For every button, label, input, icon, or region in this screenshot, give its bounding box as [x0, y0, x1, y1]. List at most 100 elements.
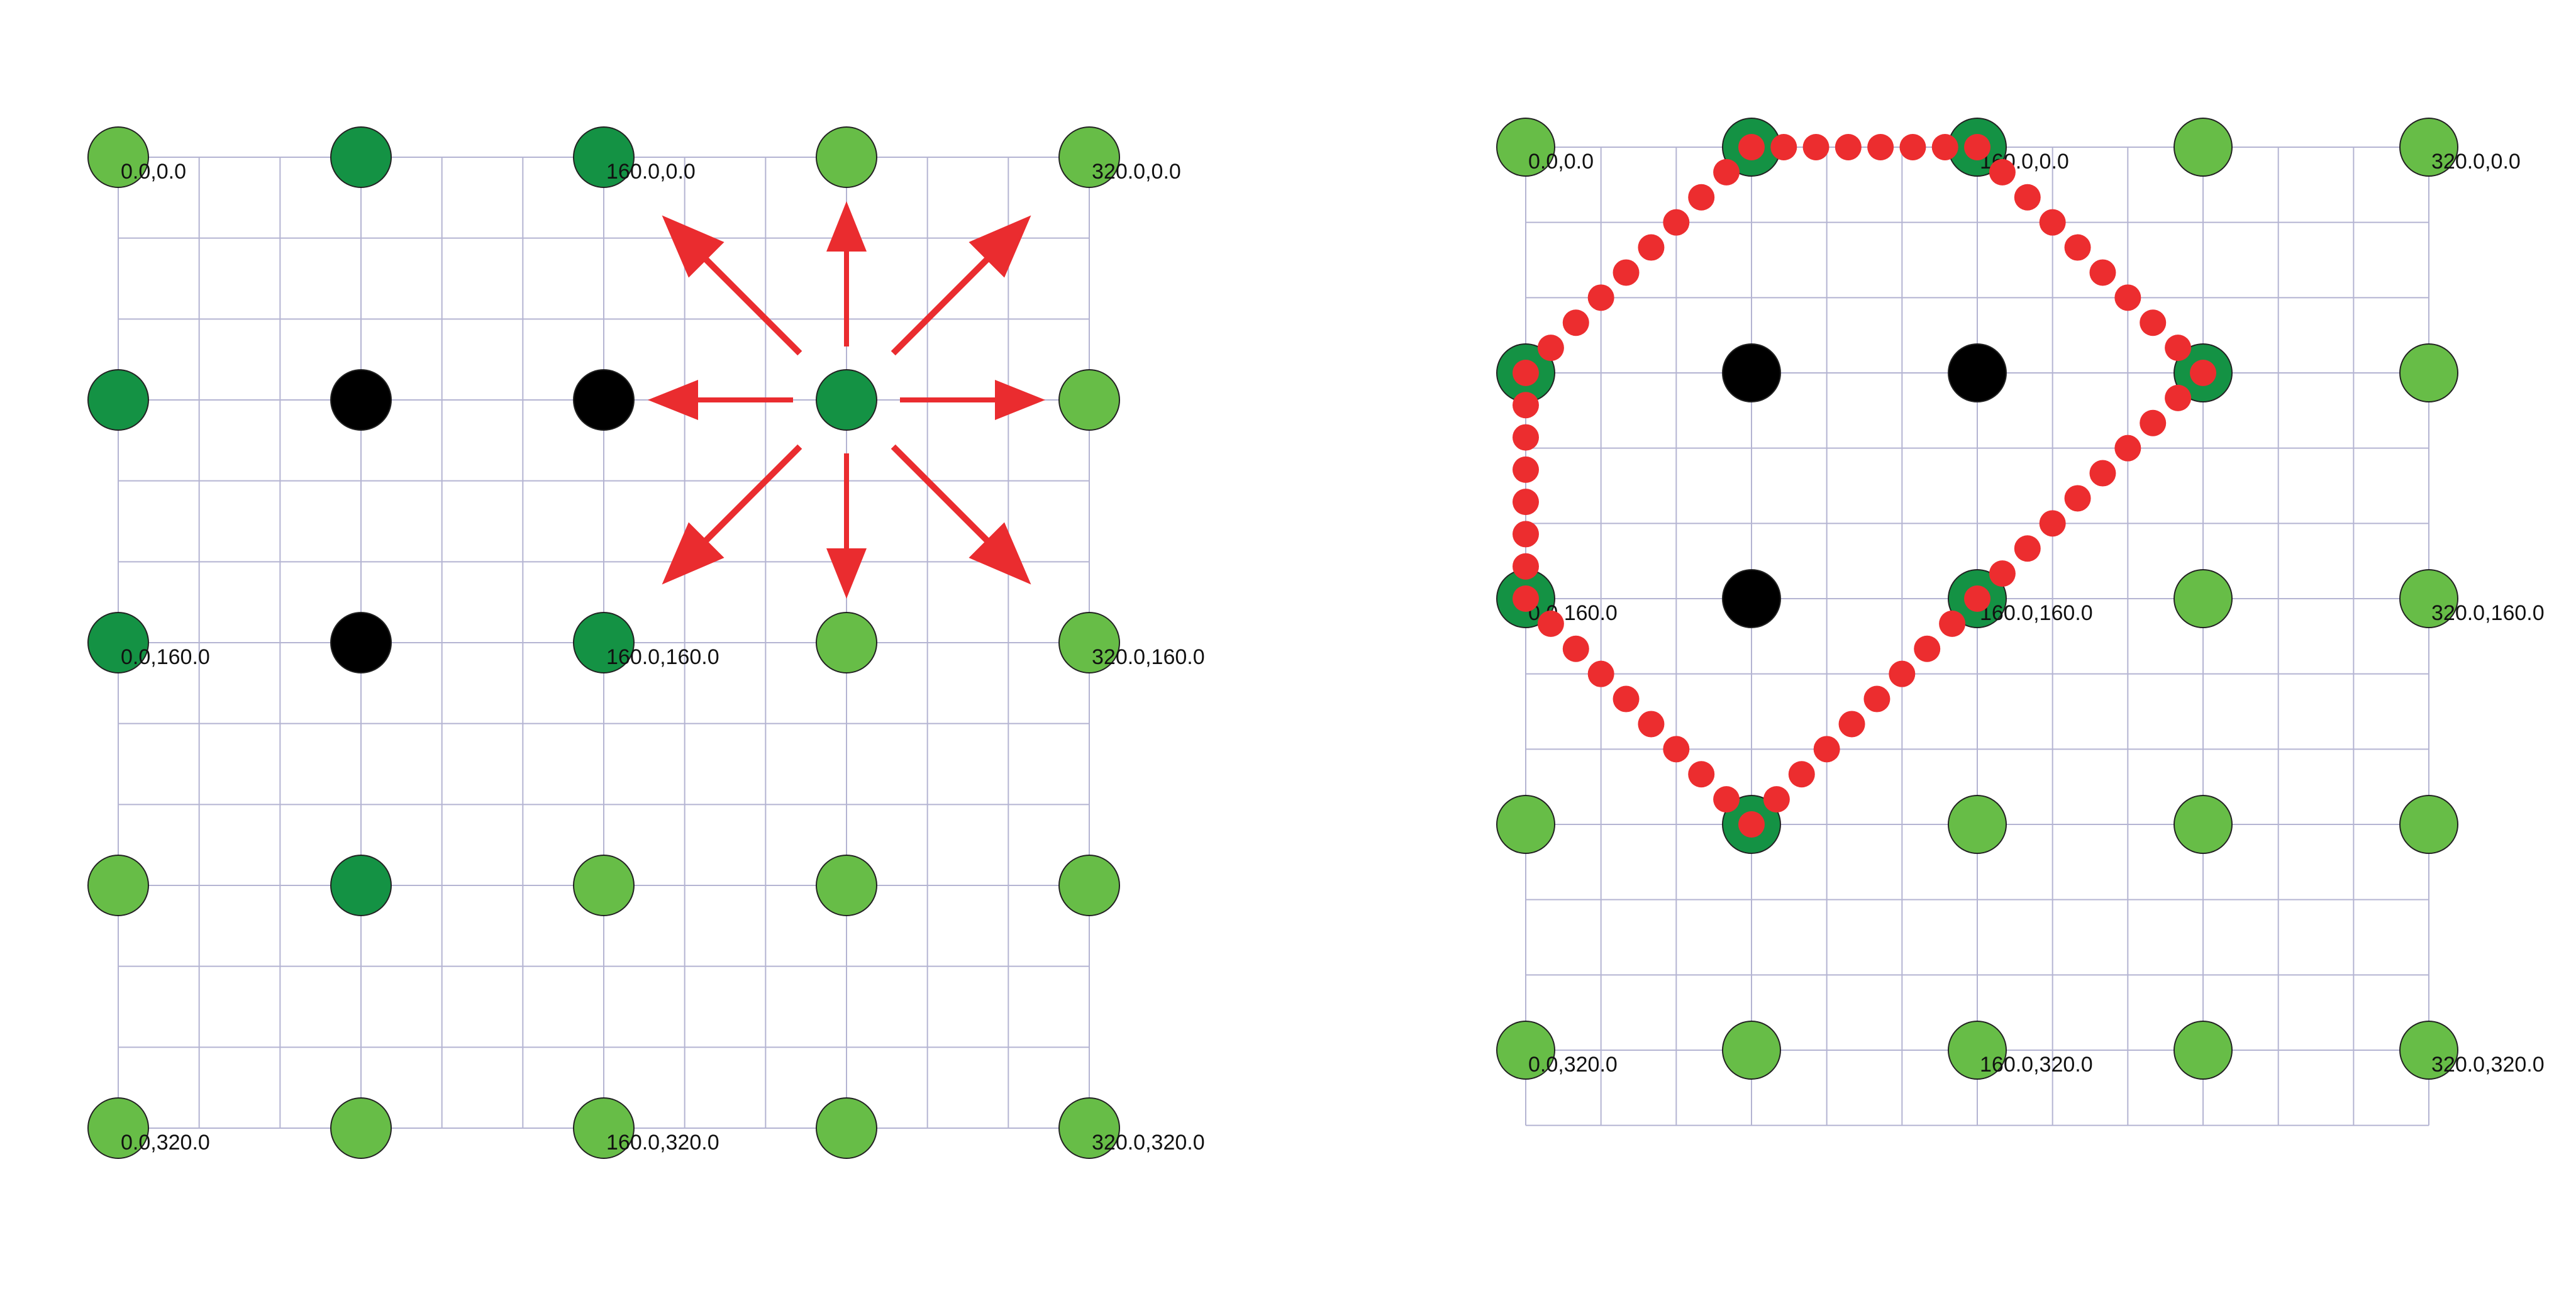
lattice-point-black [1948, 343, 2007, 402]
lattice-point-dark [87, 612, 149, 673]
lattice-point-light [1496, 118, 1555, 177]
contour-dot [1613, 259, 1640, 286]
contour-dot [1537, 335, 1564, 362]
lattice-point-light [2399, 118, 2458, 177]
lattice-point-light [1058, 855, 1120, 916]
lattice-point-light [816, 855, 877, 916]
contour-dot [1788, 761, 1815, 788]
contour-dot [2114, 284, 2141, 311]
coordinate-label: 0.0,320.0 [121, 1131, 210, 1155]
lattice-point-light [87, 1097, 149, 1159]
lattice-point-light [2174, 118, 2233, 177]
lattice-point-light [1722, 1021, 1781, 1080]
lattice-point-black [330, 369, 392, 431]
coordinate-label: 320.0,160.0 [2431, 601, 2545, 625]
lattice-point-light [2174, 795, 2233, 854]
contour-dot [1688, 184, 1715, 211]
contour-dot [1513, 489, 1539, 516]
contour-dot [2140, 309, 2167, 336]
lattice-point-light [1058, 126, 1120, 188]
coordinate-label: 160.0,160.0 [1980, 601, 2093, 625]
lattice-point-light [1496, 795, 1555, 854]
contour-dot [1513, 360, 1539, 386]
contour-dot [2165, 335, 2192, 362]
coordinate-label: 0.0,0.0 [121, 160, 186, 184]
contour-dot [2089, 259, 2116, 286]
contour-dot [1889, 660, 1916, 687]
contour-dot [1713, 786, 1740, 813]
coordinate-label: 320.0,160.0 [1092, 645, 1205, 669]
lattice-point-light [816, 1097, 877, 1159]
lattice-point-light [2399, 795, 2458, 854]
contour-dot [2064, 234, 2091, 261]
coordinate-label: 160.0,320.0 [606, 1131, 719, 1155]
contour-dot [1989, 158, 2016, 186]
lattice-point-black [1722, 343, 1781, 402]
contour-dot [1964, 134, 1990, 160]
coordinate-label: 0.0,0.0 [1528, 150, 1594, 174]
lattice-point-light [816, 126, 877, 188]
lattice-point-black [1722, 569, 1781, 628]
contour-dot [2014, 535, 2041, 562]
arrow-sw [662, 444, 802, 585]
lattice-point-light [573, 1097, 635, 1159]
arrow-nw [662, 215, 802, 356]
contour-dot [1813, 736, 1840, 763]
contour-dot [1587, 284, 1614, 311]
contour-dot [1513, 585, 1539, 612]
contour-dot [1663, 209, 1690, 236]
lattice-point-light [573, 855, 635, 916]
contour-dot [1638, 711, 1665, 738]
lattice-point-light [2174, 569, 2233, 628]
contour-dot [1939, 610, 1966, 637]
coordinate-label: 320.0,320.0 [1092, 1131, 1205, 1155]
direction-arrows [648, 201, 1045, 599]
contour-dot [1838, 711, 1865, 738]
lattice-point-light [1058, 612, 1120, 673]
lattice-point-dark [816, 369, 877, 431]
contour-dot [1613, 685, 1640, 712]
coordinate-label: 160.0,320.0 [1980, 1053, 2093, 1077]
contour-dot [2140, 409, 2167, 436]
contour-dot [2064, 485, 2091, 512]
contour-dot [2089, 460, 2116, 487]
lattice-point-light [1948, 1021, 2007, 1080]
coordinate-label: 160.0,0.0 [606, 160, 696, 184]
contour-dot [1914, 635, 1941, 662]
contour-dot [1835, 134, 1862, 160]
contour-dot [2114, 435, 2141, 462]
contour-dot [1738, 811, 1765, 838]
contour-dot [1562, 635, 1589, 662]
arrow-se [891, 444, 1031, 585]
lattice-point-black [330, 612, 392, 673]
coordinate-label: 320.0,0.0 [2431, 150, 2521, 174]
coordinate-label: 320.0,0.0 [1092, 160, 1181, 184]
contour-dot [2014, 184, 2041, 211]
contour-dot [2190, 360, 2216, 386]
contour-dot [1513, 424, 1539, 451]
lattice-point-dark [87, 369, 149, 431]
lattice-point-light [1058, 369, 1120, 431]
contour-dot [2039, 209, 2066, 236]
lattice-point-light [330, 1097, 392, 1159]
lattice-points [87, 126, 1120, 1159]
contour-dot [1763, 786, 1790, 813]
contour-dot [1513, 553, 1539, 580]
contour-dot [1899, 134, 1926, 160]
lattice-point-light [816, 612, 877, 673]
contour-dot [2165, 384, 2192, 411]
contour-dot [1537, 610, 1564, 637]
lattice-point-light [1058, 1097, 1120, 1159]
contour-dot [1713, 158, 1740, 186]
coordinate-label: 320.0,320.0 [2431, 1053, 2545, 1077]
lattice-point-light [87, 126, 149, 188]
contour-dot [1989, 560, 2016, 587]
coordinate-label: 160.0,160.0 [606, 645, 719, 669]
contour-dot [1562, 309, 1589, 336]
lattice-point-dark [330, 126, 392, 188]
